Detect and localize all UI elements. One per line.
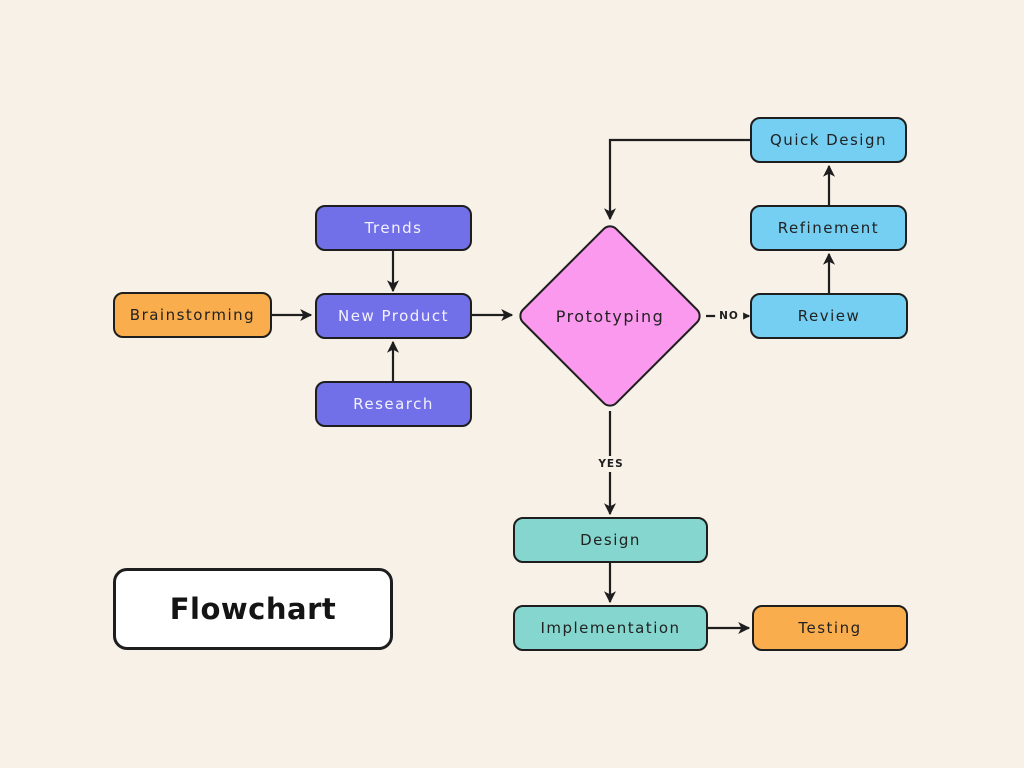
node-design-label: Design <box>580 531 641 549</box>
node-quick-design[interactable]: Quick Design <box>750 117 907 163</box>
node-implementation[interactable]: Implementation <box>513 605 708 651</box>
node-brainstorming-label: Brainstorming <box>129 306 256 324</box>
node-trends-label: Trends <box>364 219 423 237</box>
page-title: Flowchart <box>169 592 337 626</box>
edge-label-no: NO <box>715 308 743 324</box>
node-review-label: Review <box>797 307 861 325</box>
node-prototyping[interactable]: Prototyping <box>515 221 705 411</box>
node-implementation-label: Implementation <box>540 619 681 637</box>
node-new-product-label: New Product <box>338 307 449 325</box>
node-review[interactable]: Review <box>750 293 908 339</box>
node-prototyping-label: Prototyping <box>555 306 665 326</box>
node-testing[interactable]: Testing <box>752 605 908 651</box>
node-research[interactable]: Research <box>315 381 472 427</box>
edge-label-yes: YES <box>594 456 628 472</box>
node-research-label: Research <box>353 395 434 413</box>
node-design[interactable]: Design <box>513 517 708 563</box>
arrow-quick-design-to-prototyping <box>604 138 750 221</box>
node-trends[interactable]: Trends <box>315 205 472 251</box>
node-refinement-label: Refinement <box>777 219 880 237</box>
node-testing-label: Testing <box>798 619 862 637</box>
node-refinement[interactable]: Refinement <box>750 205 907 251</box>
node-brainstorming[interactable]: Brainstorming <box>113 292 272 338</box>
node-new-product[interactable]: New Product <box>315 293 472 339</box>
title-box[interactable]: Flowchart <box>113 568 393 650</box>
node-quick-design-label: Quick Design <box>770 131 887 149</box>
